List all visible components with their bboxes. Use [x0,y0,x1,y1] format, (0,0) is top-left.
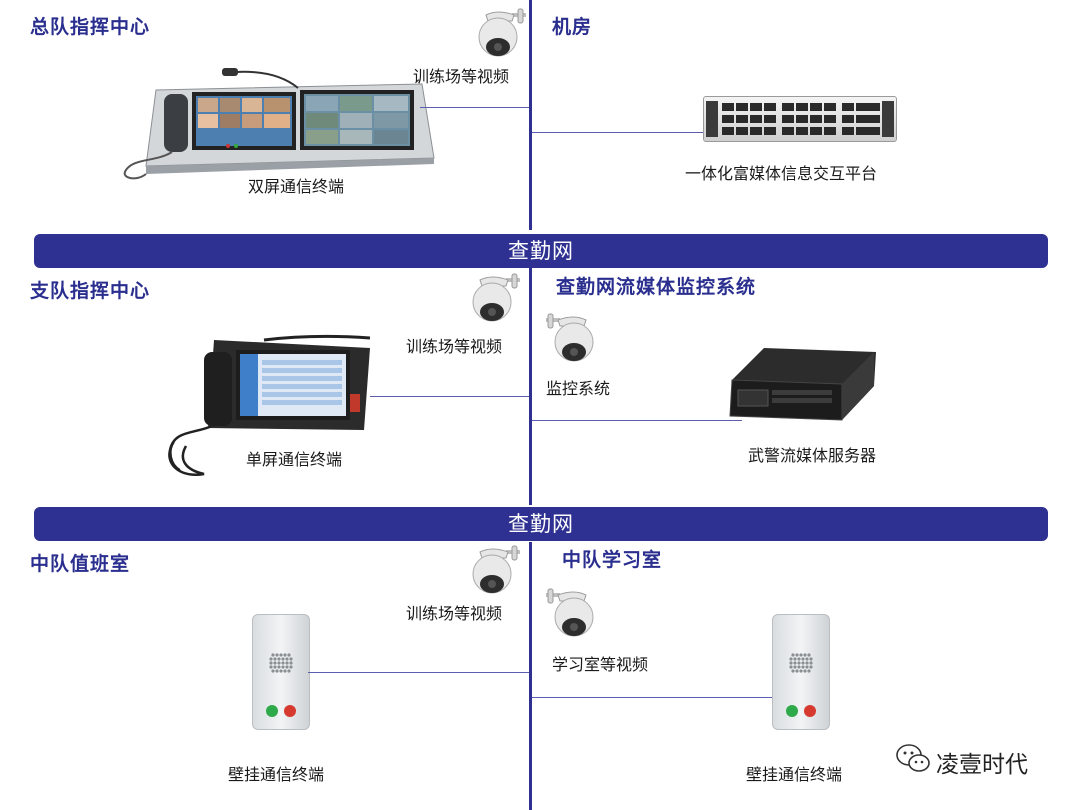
camera-icon [478,8,526,57]
dual-screen-terminal-label: 双屏通信终端 [248,177,345,196]
section-title-machine-room: 机房 [552,16,593,38]
camera-icon [546,588,594,637]
dual-screen-terminal-image [123,68,435,180]
link-platform [532,132,703,133]
camera-label-detachment: 训练场等视频 [406,337,503,356]
camera-icon [472,545,520,594]
converged-media-platform-image [703,96,897,142]
link-streaming-server [532,420,742,421]
wechat-icon [896,744,930,772]
network-band-2: 查勤网 [34,507,1048,541]
watermark-text: 凌壹时代 [936,752,1028,778]
link-dual-screen [420,107,529,108]
section-title-streaming-monitor: 查勤网流媒体监控系统 [556,276,757,298]
camera-icon [472,273,520,322]
police-streaming-server-label: 武警流媒体服务器 [748,446,877,465]
link-single-screen [370,396,529,397]
single-screen-terminal-image [168,334,371,477]
camera-label-monitor: 监控系统 [546,379,611,398]
link-wall-right [532,697,772,698]
camera-icon [546,313,594,362]
trunk-line-middle [529,268,532,505]
section-title-squad-study: 中队学习室 [562,549,663,571]
trunk-line-bottom [529,542,532,810]
link-wall-left [308,672,529,673]
wall-terminal-right-label: 壁挂通信终端 [746,765,843,784]
section-title-hq: 总队指挥中心 [30,16,151,38]
camera-label-hq: 训练场等视频 [413,67,510,86]
camera-label-squad-training: 训练场等视频 [406,604,503,623]
converged-media-platform-label: 一体化富媒体信息交互平台 [685,164,878,183]
wall-terminal-left-label: 壁挂通信终端 [228,765,325,784]
police-streaming-server-image [729,348,876,421]
single-screen-terminal-label: 单屏通信终端 [246,450,343,469]
wall-terminal-right-image [772,614,830,730]
section-title-detachment: 支队指挥中心 [30,280,151,302]
wall-terminal-left-image [252,614,310,730]
section-title-squad-duty: 中队值班室 [30,553,131,575]
trunk-line-top [529,0,532,230]
network-band-1: 查勤网 [34,234,1048,268]
camera-label-squad-study: 学习室等视频 [552,655,649,674]
